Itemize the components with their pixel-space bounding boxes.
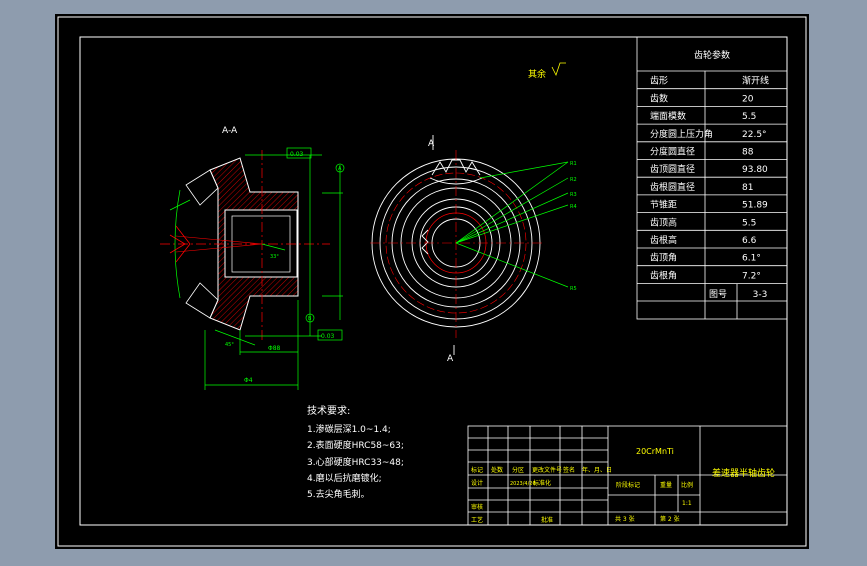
datum-b: B xyxy=(308,316,312,322)
cut-mark-bottom: A xyxy=(447,354,454,364)
gear-param-value: 渐开线 xyxy=(742,75,769,87)
gear-parameter-table xyxy=(636,36,788,320)
leader-r1: R1 xyxy=(570,161,577,167)
gear-param-label: 齿顶圆直径 xyxy=(650,163,695,175)
tech-item-4: 4.磨以后抗磨镀化; xyxy=(307,472,382,484)
tb-scale: 比例 xyxy=(681,481,693,489)
cut-mark-top: A xyxy=(428,139,435,149)
tb-design: 设计 xyxy=(471,479,483,487)
tech-item-2: 2.表面硬度HRC58~63; xyxy=(307,439,404,451)
section-view: 0.03 0.03 A B Φ4 Φ88 33° 45° xyxy=(160,147,345,390)
drawing-no-value: 3-3 xyxy=(753,290,768,300)
title-block-text: 标记 处数 分区 更改文件号 签名 年、月、日 设计 2023/4/20 标准化… xyxy=(471,447,775,524)
tb-sheet: 第 2 张 xyxy=(660,515,680,523)
tolerance-box-top xyxy=(286,147,312,159)
leader-r4: R4 xyxy=(570,204,577,210)
tech-title: 技术要求: xyxy=(307,404,350,417)
tb-total: 共 3 张 xyxy=(615,515,635,523)
tolerance-box-bottom xyxy=(317,329,343,341)
tb-header-1: 标记 xyxy=(471,466,483,474)
datum-a: A xyxy=(338,166,342,172)
roughness-symbol xyxy=(551,62,566,77)
tb-header-6: 年、月、日 xyxy=(582,466,612,474)
gear-param-value: 5.5 xyxy=(742,218,756,228)
tb-review: 审核 xyxy=(471,503,483,511)
dim-left: Φ88 xyxy=(268,345,281,352)
tb-header-4: 更改文件号 xyxy=(532,466,562,474)
gear-param-label: 节锥距 xyxy=(650,199,677,211)
gear-param-value: 88 xyxy=(742,148,754,158)
leader-r3: R3 xyxy=(570,192,577,198)
tolerance-top-value: 0.03 xyxy=(290,151,304,158)
gear-param-value: 7.2° xyxy=(742,271,761,281)
tb-part-name: 差速器半轴齿轮 xyxy=(712,467,775,479)
gear-param-value: 93.80 xyxy=(742,165,768,175)
tech-item-1: 1.渗碳层深1.0~1.4; xyxy=(307,423,391,435)
gear-table-title: 齿轮参数 xyxy=(694,49,730,61)
title-block xyxy=(467,425,788,526)
gear-param-value: 6.1° xyxy=(742,254,761,264)
dim-bottom: Φ4 xyxy=(244,377,253,384)
tb-standard: 标准化 xyxy=(533,479,551,487)
tb-header-3: 分区 xyxy=(512,466,524,474)
tb-approve: 批准 xyxy=(541,516,553,524)
dim-angle-2: 45° xyxy=(225,342,234,348)
gear-param-label: 齿顶角 xyxy=(650,252,677,264)
gear-param-label: 齿根高 xyxy=(650,234,677,246)
tolerance-bottom-value: 0.03 xyxy=(321,333,335,340)
gear-param-label: 分度圆上压力角 xyxy=(650,128,713,140)
tech-requirements: 技术要求: 1.渗碳层深1.0~1.4; 2.表面硬度HRC58~63; 3.心… xyxy=(307,404,404,500)
gear-param-value: 22.5° xyxy=(742,130,767,140)
gear-param-label: 端面模数 xyxy=(650,110,686,122)
sheet-background xyxy=(55,14,809,549)
drawing-no-label: 图号 xyxy=(709,289,727,300)
gear-param-label: 齿根角 xyxy=(650,269,677,281)
tb-header-2: 处数 xyxy=(491,466,503,474)
datum-a-marker xyxy=(335,163,345,173)
leader-r2: R2 xyxy=(570,177,577,183)
roughness-note: 其余 xyxy=(528,68,546,80)
tb-process: 工艺 xyxy=(471,516,483,524)
dim-angle: 33° xyxy=(270,254,279,260)
leader-r5: R5 xyxy=(570,286,577,292)
gear-param-label: 齿数 xyxy=(650,92,668,104)
gear-param-value: 5.5 xyxy=(742,112,756,122)
gear-param-label: 齿根圆直径 xyxy=(650,181,695,193)
tb-design-date: 2023/4/20 xyxy=(510,481,536,487)
gear-param-label: 齿顶高 xyxy=(650,216,677,228)
tb-stage: 阶段标记 xyxy=(616,481,640,489)
tb-weight: 重量 xyxy=(660,481,672,489)
front-view xyxy=(370,135,569,355)
gear-param-value: 81 xyxy=(742,183,753,193)
tech-item-3: 3.心部硬度HRC33~48; xyxy=(307,456,404,468)
tb-scale-value: 1:1 xyxy=(682,500,692,507)
gear-param-label: 齿形 xyxy=(650,75,668,87)
sheet-outer-border xyxy=(57,16,807,547)
datum-b-marker xyxy=(305,313,315,323)
tech-item-5: 5.去尖角毛刺。 xyxy=(307,488,370,500)
tb-header-5: 签名 xyxy=(563,466,575,474)
gear-param-value: 20 xyxy=(742,94,754,104)
gear-param-value: 51.89 xyxy=(742,201,768,211)
gear-param-value: 6.6 xyxy=(742,236,757,246)
section-label: A-A xyxy=(222,126,238,136)
tb-material: 20CrMnTi xyxy=(636,447,674,456)
gear-param-label: 分度圆直径 xyxy=(650,146,695,158)
